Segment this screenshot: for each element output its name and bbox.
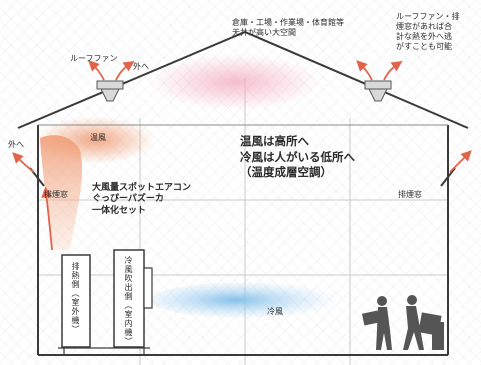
building-outline (17, 30, 469, 356)
right-note-line-2: 煙窓があれば合 (396, 22, 452, 31)
cold-air-stream (150, 282, 340, 318)
right-note: ルーフファン・排 煙窓があれば合 計な熱を外へ逃 がすことも可能 (396, 12, 460, 52)
top-note-line-2: 天井が高い大空間 (232, 28, 296, 37)
unit-label-line-3: 一体化セット (92, 205, 147, 216)
unit-label-line-1: 大風量スポットエアコン (92, 183, 192, 193)
main-message-line-1: 温風は高所へ (240, 134, 309, 148)
unit-stand (58, 347, 150, 355)
roof-warm-air (150, 54, 320, 110)
outdoor-unit-box (61, 254, 91, 348)
indoor-unit-box (113, 249, 153, 348)
workers-icon (361, 295, 444, 350)
roof-fan-right (364, 80, 392, 102)
main-message-line-2: 冷風は人がいる低所へ (240, 149, 355, 164)
main-message: 温風は高所へ 冷風は人がいる低所へ （温度成層空調） (240, 134, 355, 181)
vent-left-label: 排煙窓 (44, 190, 68, 199)
indoor-unit-label: 冷風吹出側（室内機） (124, 256, 133, 346)
cold-air-label: 冷風 (267, 307, 283, 316)
unit-label: 大風量スポットエアコン ぐっぴーパズーカ 一体化セット (92, 183, 191, 217)
top-note-line-1: 倉庫・工場・作業場・体育館等 (232, 18, 344, 27)
vent-right-label: 排煙窓 (398, 190, 422, 199)
outside-left-label: 外へ (8, 140, 24, 149)
roof-fan-left (96, 80, 124, 102)
right-note-line-4: がすことも可能 (396, 42, 452, 51)
exhaust-arrows (12, 60, 472, 251)
top-note: 倉庫・工場・作業場・体育館等 天井が高い大空間 (232, 18, 344, 38)
right-note-line-1: ルーフファン・排 (396, 12, 460, 21)
outdoor-unit-label: 排熱側（室外機） (71, 262, 80, 334)
warm-air-column (40, 135, 83, 250)
outside-roof-label: 外へ (133, 62, 149, 71)
main-message-line-3: （温度成層空調） (240, 165, 332, 180)
right-note-line-3: 計な熱を外へ逃 (396, 32, 452, 41)
warm-air-label: 温風 (90, 133, 106, 142)
unit-label-line-2: ぐっぴーパズーカ (92, 194, 164, 205)
roof-fan-label: ルーフファン (70, 54, 118, 63)
